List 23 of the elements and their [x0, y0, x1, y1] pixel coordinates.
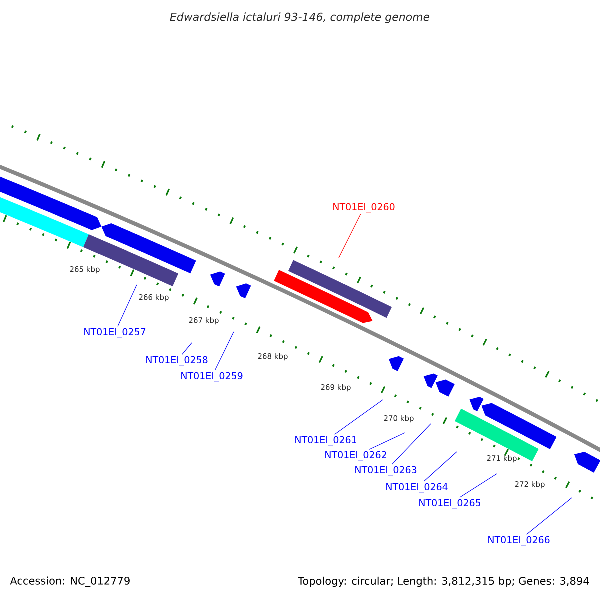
gene-label: NT01EI_0257	[84, 328, 146, 338]
leader-line	[334, 400, 384, 435]
leader-line	[369, 432, 406, 450]
gene-label: NT01EI_0265	[420, 499, 481, 509]
gene-label: NT01EI_0260	[334, 203, 395, 213]
footer-text: Accession: NC_012779	[10, 576, 130, 588]
leader-line	[392, 424, 432, 465]
gene-label: NT01EI_0258	[146, 356, 208, 366]
leader-line	[460, 474, 498, 498]
gene-label: NT01EI_0261	[296, 436, 356, 446]
gene-label: NT01EI_0264	[386, 483, 448, 493]
leader-line	[424, 452, 458, 482]
gene-label: NT01EI_0262	[326, 451, 386, 461]
leader-line	[526, 498, 572, 535]
leader-line	[118, 284, 138, 327]
leader-line	[214, 332, 234, 371]
leader-line	[338, 214, 362, 258]
gene-label: NT01EI_0259	[182, 372, 243, 382]
gene-label: NT01EI_0263	[356, 466, 417, 476]
leader-line	[182, 342, 192, 355]
gene-label: NT01EI_0266	[488, 536, 550, 546]
footer-text: Topology: circular; Length: 3,812,315 bp; Genes: 3,894	[298, 576, 590, 588]
title: Edwardsiella ictaluri 93-146, complete genome	[170, 12, 430, 24]
